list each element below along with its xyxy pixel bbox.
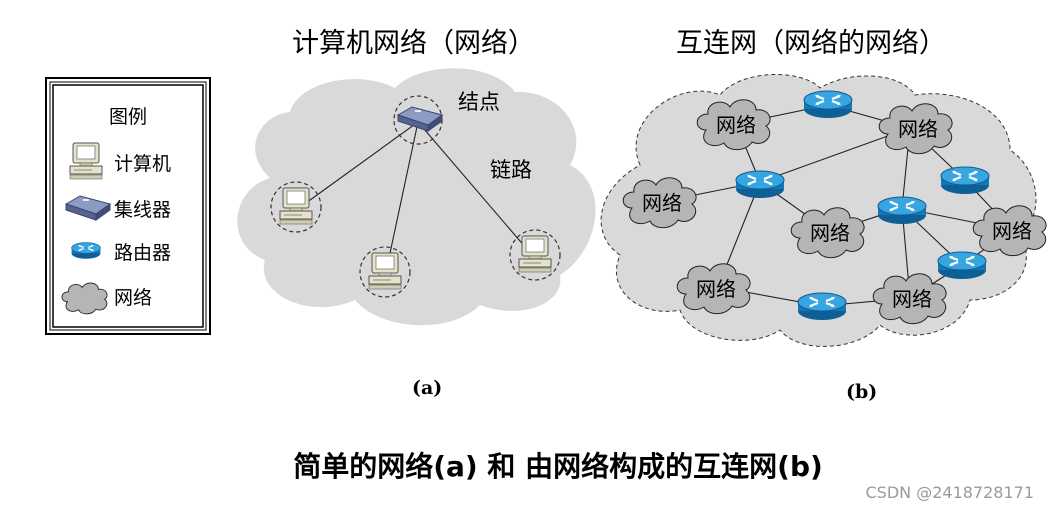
router-icon bbox=[734, 169, 786, 200]
diagram-a-caption: (a) bbox=[412, 377, 442, 399]
computer-node bbox=[359, 246, 411, 298]
router-icon bbox=[936, 250, 988, 281]
network-label: 网络 bbox=[716, 113, 756, 137]
router-icon bbox=[876, 195, 928, 226]
legend-item-computer: 计算机 bbox=[69, 142, 171, 180]
legend-item-hub: 集线器 bbox=[65, 195, 171, 221]
network-label: 网络 bbox=[898, 117, 938, 141]
network-cloud: 网络 bbox=[972, 205, 1047, 257]
diagram-a-cloud bbox=[237, 68, 596, 326]
legend-label: 路由器 bbox=[114, 242, 171, 264]
node-label: 结点 bbox=[458, 90, 500, 114]
network-label: 网络 bbox=[642, 191, 682, 215]
watermark: CSDN @2418728171 bbox=[866, 483, 1035, 502]
legend-title: 图例 bbox=[109, 106, 147, 128]
computer-node bbox=[270, 181, 322, 233]
legend-item-router: 路由器 bbox=[70, 241, 171, 264]
router-icon bbox=[802, 89, 854, 120]
network-cloud: 网络 bbox=[696, 99, 771, 151]
network-cloud: 网络 bbox=[676, 263, 751, 315]
router-icon bbox=[939, 165, 991, 196]
diagram-b-caption: (b) bbox=[846, 381, 877, 403]
main-caption: 简单的网络(a) 和 由网络构成的互连网(b) bbox=[293, 450, 823, 483]
network-cloud: 网络 bbox=[872, 273, 947, 325]
network-cloud: 网络 bbox=[622, 177, 697, 229]
network-label: 网络 bbox=[696, 277, 736, 301]
diagram-b-title: 互连网（网络的网络） bbox=[676, 28, 946, 59]
network-label: 网络 bbox=[992, 219, 1032, 243]
link-label: 链路 bbox=[490, 158, 532, 182]
legend-label: 网络 bbox=[114, 287, 152, 309]
router-icon bbox=[796, 291, 848, 322]
router-icon bbox=[70, 241, 102, 260]
legend-label: 计算机 bbox=[114, 153, 171, 175]
diagram-a: 计算机网络（网络） 结点 链路 (a) bbox=[237, 28, 596, 399]
diagram-a-title: 计算机网络（网络） bbox=[292, 28, 535, 59]
legend-box: 图例 计算机 集线器 路由器 网络 bbox=[45, 77, 211, 335]
computer-node bbox=[509, 229, 561, 281]
diagram-a-links bbox=[298, 121, 533, 273]
network-cloud: 网络 bbox=[790, 207, 865, 259]
network-label: 网络 bbox=[810, 221, 850, 245]
diagram-b: 网络 网络 网络 网络 网络 网络 网络 bbox=[600, 28, 1047, 403]
network-cloud: 网络 bbox=[878, 103, 953, 155]
legend-item-network: 网络 bbox=[61, 282, 152, 315]
network-label: 网络 bbox=[892, 287, 932, 311]
computer-icon bbox=[69, 142, 103, 180]
hub-node bbox=[393, 95, 443, 145]
legend-label: 集线器 bbox=[114, 199, 171, 221]
